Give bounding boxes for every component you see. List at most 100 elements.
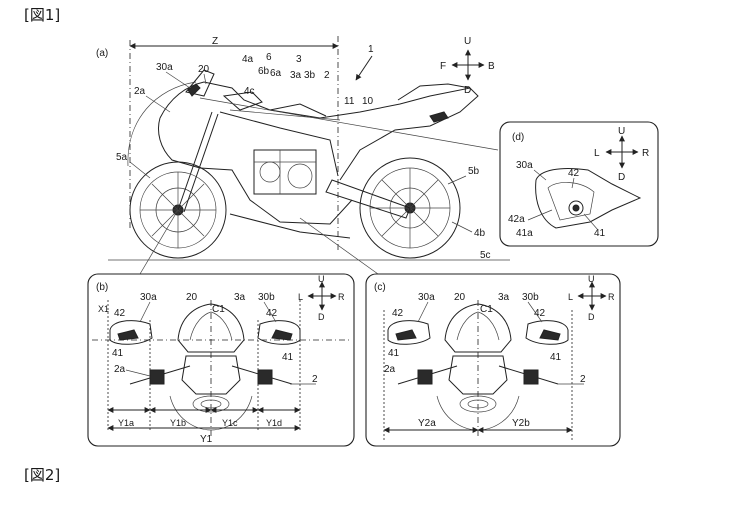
ref-30a-b: 30a — [140, 292, 157, 303]
ref-c1-b: C1 — [212, 304, 225, 315]
panel-c-tag: (c) — [374, 282, 386, 293]
axis-line — [229, 109, 341, 121]
front-fairing-arc — [127, 81, 197, 167]
leader-30a-d — [533, 169, 547, 181]
ref-41-right-b: 41 — [282, 352, 294, 363]
ref-41-right-c: 41 — [550, 352, 562, 363]
compass-b-left: L — [298, 292, 303, 302]
front-cowl-b — [177, 303, 245, 353]
ref-42-right-b: 42 — [266, 308, 278, 319]
compass-a-down: D — [464, 85, 471, 96]
mirror-right-c — [525, 320, 569, 345]
mirror-right-b — [257, 320, 301, 345]
ref-x1: X1 — [98, 304, 109, 314]
windscreen-b — [189, 311, 233, 341]
ref-2-a: 2 — [324, 70, 330, 81]
ref-41-left-c: 41 — [388, 348, 400, 359]
rear-fender-light — [429, 111, 449, 123]
leader-to-panel-b — [139, 209, 179, 275]
leader-30a-b — [139, 301, 151, 323]
compass-b-up: U — [318, 274, 325, 284]
compass-a-front: F — [440, 61, 446, 72]
ref-10: 10 — [362, 96, 374, 107]
ref-3a-a: 3a — [290, 70, 302, 81]
ref-20-a: 20 — [198, 64, 210, 75]
mirror-left-lamp-b — [117, 329, 139, 341]
compass-d-right: R — [642, 148, 649, 159]
front-fork — [177, 111, 213, 211]
fuel-tank — [269, 103, 327, 117]
leader-42-d — [571, 177, 575, 189]
front-cowl-c — [444, 303, 512, 353]
ref-2a-a: 2a — [134, 86, 146, 97]
switch-left-c — [417, 369, 433, 385]
figure-1-header: [図1] — [24, 6, 61, 24]
switch-left-b — [149, 369, 165, 385]
compass-a-up: U — [464, 36, 471, 47]
compass-d-left: L — [594, 148, 600, 159]
body-outline — [159, 81, 479, 181]
ref-20-c: 20 — [454, 292, 466, 303]
ref-y2b: Y2b — [512, 418, 530, 429]
ref-4a: 4a — [242, 54, 254, 65]
compass-d-up: U — [618, 126, 625, 137]
ref-11: 11 — [344, 96, 355, 107]
ref-2-c: 2 — [580, 374, 586, 385]
mirror-side-view — [187, 83, 201, 97]
switch-right-b — [257, 369, 273, 385]
mirror-left-c — [387, 320, 431, 345]
leader-5b — [447, 175, 467, 185]
ref-4b: 4b — [474, 228, 486, 239]
mirror-left-lamp-c — [395, 329, 417, 341]
panel-b-front-view: (b) X1 30a 20 — [87, 273, 355, 447]
ref-3b: 3b — [304, 70, 316, 81]
ref-3: 3 — [296, 54, 302, 65]
leader-to-panel-c — [299, 217, 379, 275]
ref-4c: 4c — [244, 86, 255, 97]
mirror-surface-detail — [547, 182, 595, 221]
ref-30b-b: 30b — [258, 292, 275, 303]
ref-y1a: Y1a — [118, 418, 134, 428]
ref-30a-d: 30a — [516, 160, 533, 171]
ref-3a-b: 3a — [234, 292, 246, 303]
main-frame — [219, 111, 339, 177]
ref-30b-c: 30b — [522, 292, 539, 303]
ref-y1b: Y1b — [170, 418, 186, 428]
ref-30a-c: 30a — [418, 292, 435, 303]
leader-30b-c — [527, 301, 543, 323]
panel-d-tag: (d) — [512, 132, 524, 143]
compass-b-right: R — [338, 292, 345, 302]
ref-1-arrow — [355, 55, 373, 81]
compass-c-right: R — [608, 292, 615, 302]
ref-42a-d: 42a — [508, 214, 525, 225]
ref-30a-a: 30a — [156, 62, 173, 73]
compass-c-up: U — [588, 274, 595, 284]
compass-d: U D L R — [594, 126, 649, 183]
ref-5b: 5b — [468, 166, 480, 177]
leader-42a-d — [527, 209, 553, 221]
tail-section — [397, 83, 471, 101]
compass-c: U D L R — [568, 274, 615, 322]
exhaust-pipe — [229, 213, 351, 239]
ref-2a-b: 2a — [114, 364, 126, 375]
ref-6b: 6b — [258, 66, 270, 77]
compass-d-down: D — [618, 172, 625, 183]
ref-2a-c: 2a — [384, 364, 396, 375]
lower-fairing — [158, 117, 353, 225]
mirror-lamp-center — [572, 204, 580, 212]
ref-20-b: 20 — [186, 292, 198, 303]
ref-y2a: Y2a — [418, 418, 436, 429]
compass-a-back: B — [488, 61, 495, 72]
leader-41-d — [583, 213, 599, 231]
leader-2a — [145, 95, 171, 113]
ref-42-left-b: 42 — [114, 308, 126, 319]
ref-42-right-c: 42 — [534, 308, 546, 319]
compass-b: U D L R — [298, 274, 345, 322]
ref-41-d: 41 — [594, 228, 606, 239]
panel-b-tag: (b) — [96, 282, 108, 293]
handlebar-area — [222, 91, 263, 111]
leader-2a-b — [125, 369, 151, 377]
switch-right-c — [523, 369, 539, 385]
windscreen — [185, 69, 215, 97]
